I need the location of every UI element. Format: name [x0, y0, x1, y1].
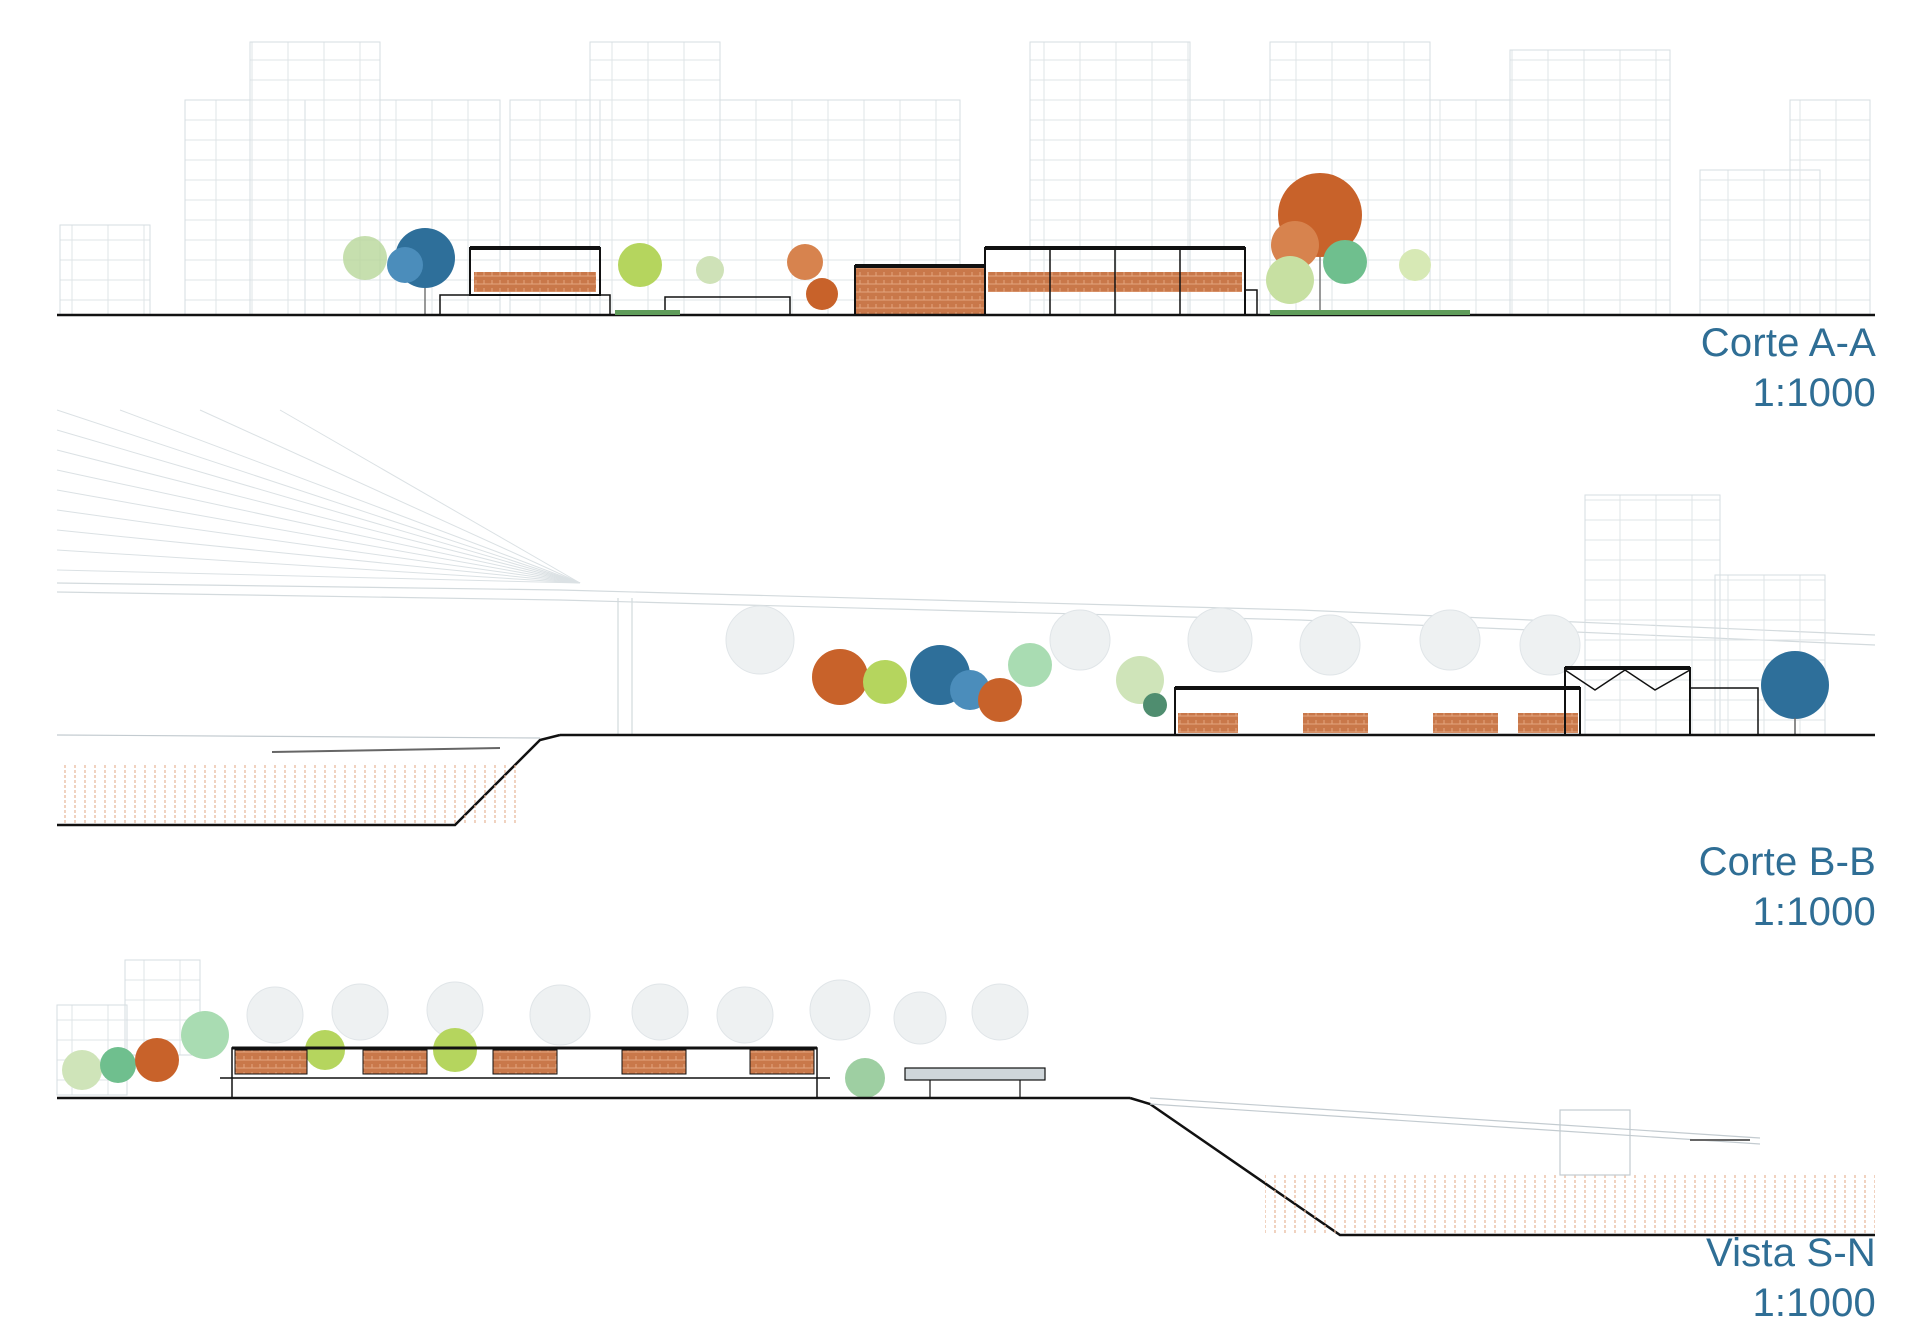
pile-foundation-c: [1265, 1175, 1875, 1235]
caption-section-b-b: Corte B-B 1:1000: [1699, 837, 1876, 937]
trees-a: [343, 173, 1431, 315]
section-a-a: [57, 41, 1875, 317]
section-vista-s-n: [56, 959, 1875, 1237]
caption-title: Vista S-N: [1705, 1231, 1876, 1275]
caption-title: Corte B-B: [1698, 840, 1876, 884]
trees-c: [62, 1011, 885, 1098]
shrubs-a: [615, 310, 1470, 315]
pier-structure-c: [1149, 1097, 1761, 1176]
caption-vista-s-n: Vista S-N 1:1000: [1706, 1228, 1876, 1328]
buildings-a: [439, 246, 1258, 316]
section-b-b: [56, 409, 1876, 827]
caption-scale: 1:1000: [1752, 890, 1876, 934]
caption-section-a-a: Corte A-A 1:1000: [1701, 318, 1876, 418]
caption-scale: 1:1000: [1752, 1281, 1876, 1325]
caption-scale: 1:1000: [1752, 371, 1876, 415]
caption-title: Corte A-A: [1700, 321, 1876, 365]
ghost-trees-b: [725, 605, 1581, 676]
pier-b: [271, 747, 501, 753]
bridge-cables: [56, 409, 581, 584]
water-line-b: [56, 734, 541, 739]
pile-foundation-b: [57, 765, 517, 825]
ghost-trees-c: [246, 979, 1029, 1046]
trees-b: [812, 643, 1829, 735]
